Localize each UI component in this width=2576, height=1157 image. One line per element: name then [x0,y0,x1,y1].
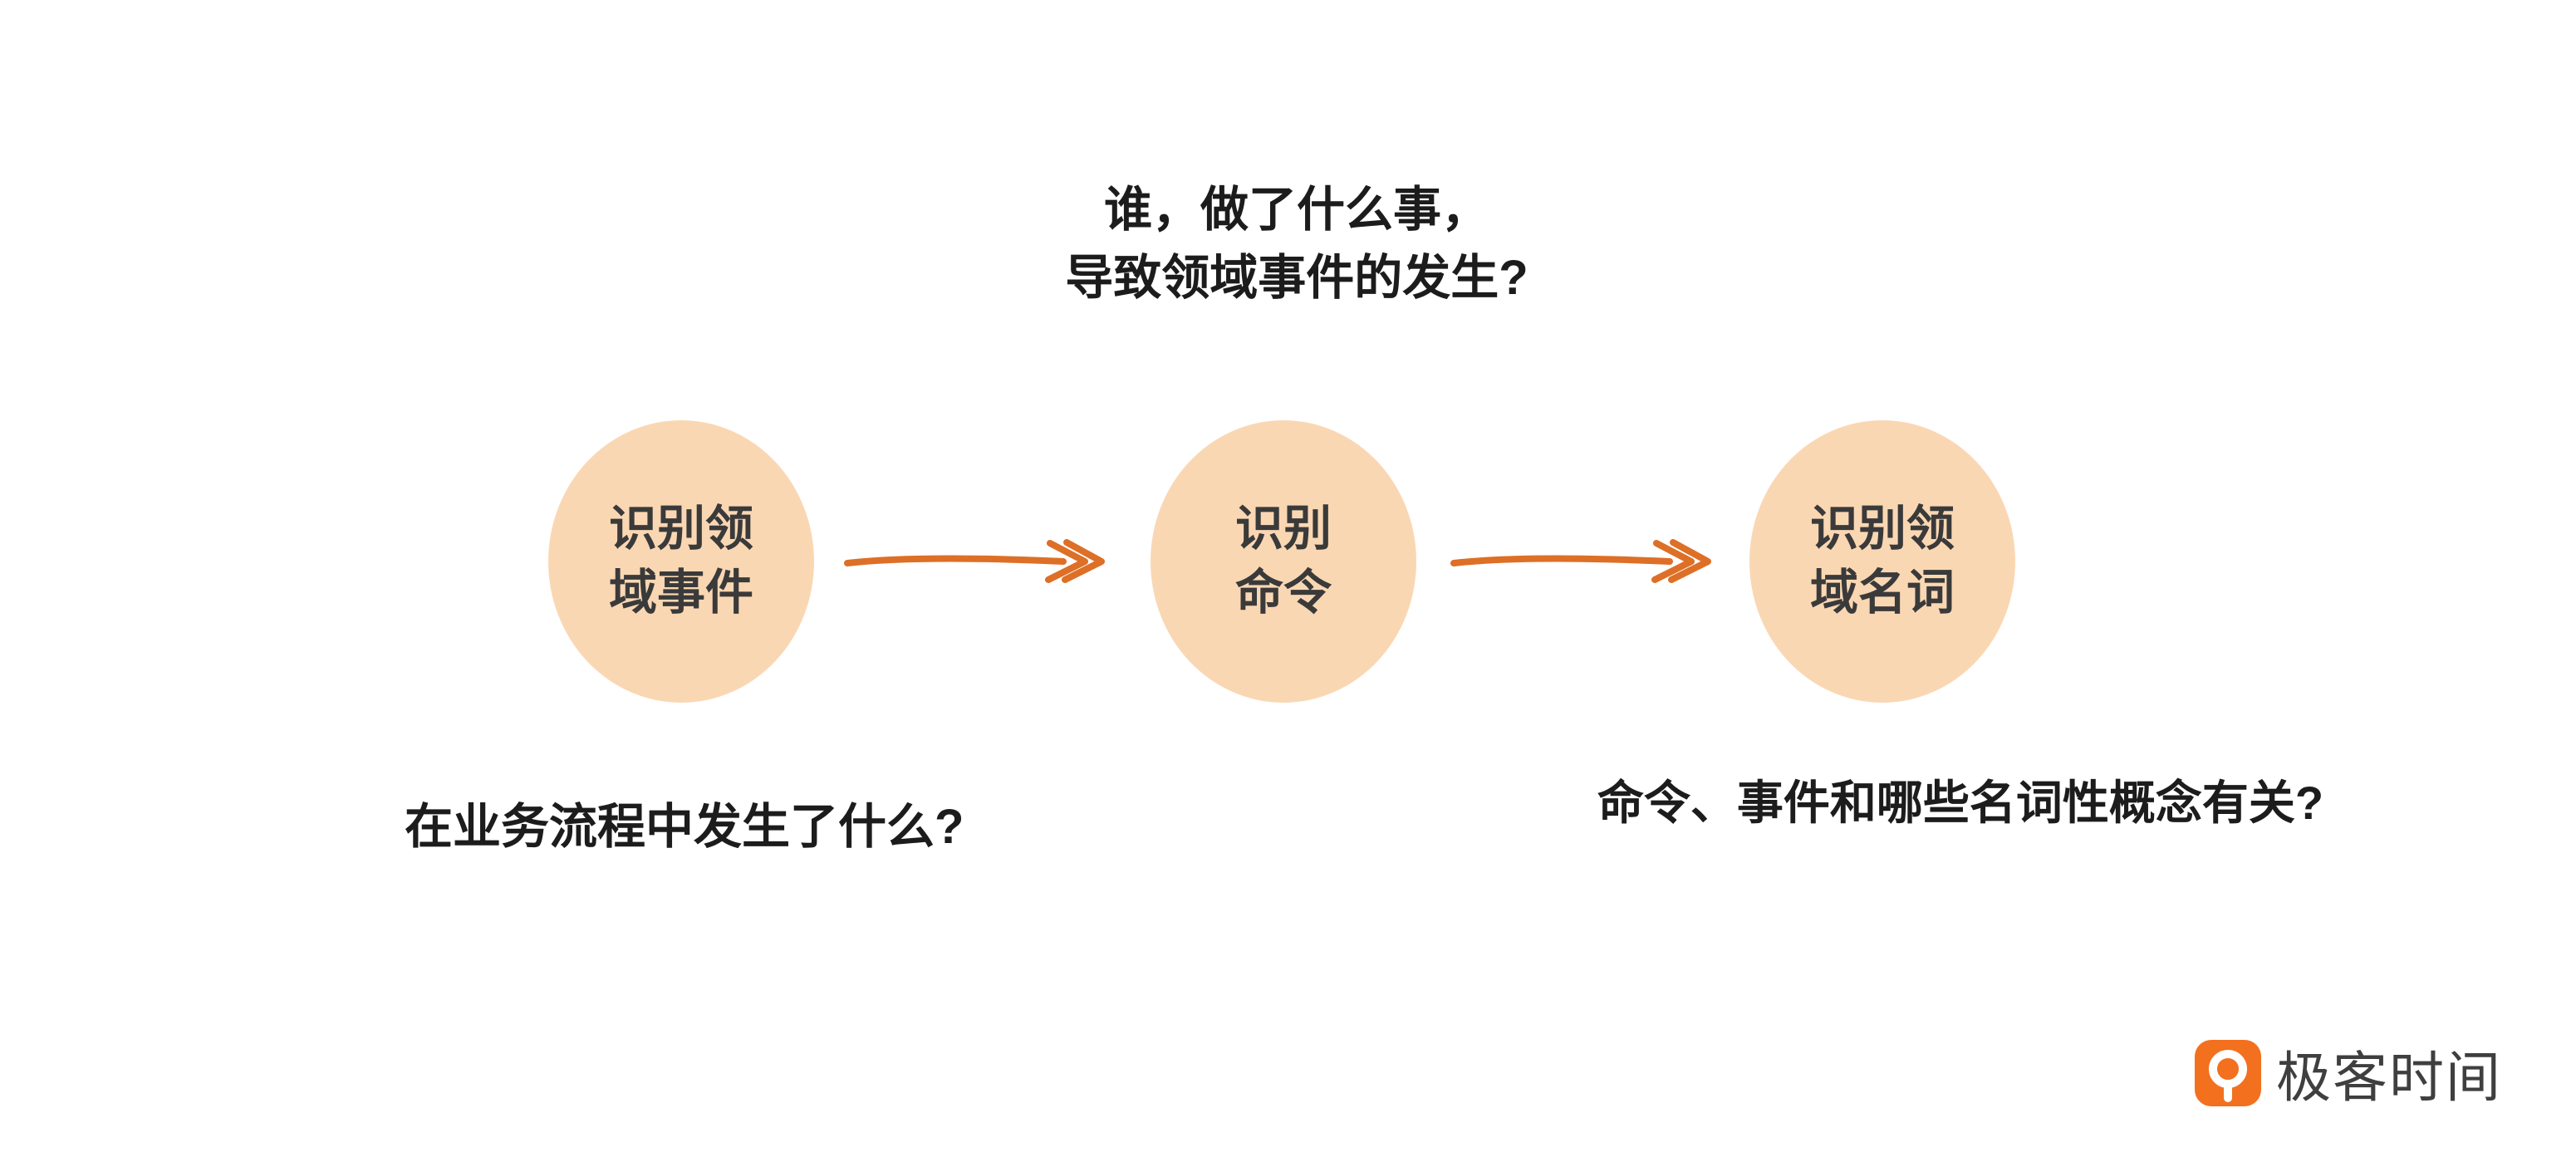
arrow-right-icon [1450,539,1711,583]
node-label-line2: 域名词 [1809,566,1955,620]
node-label-line2: 命令 [1234,566,1332,620]
annotation-top-line2: 导致领域事件的发生? [1065,251,1528,306]
geektime-logo: 极客时间 [2193,1033,2502,1113]
flow-arrow-2 [1447,527,1730,596]
arrow-right-icon [844,539,1105,583]
flow-arrow-1 [841,527,1123,596]
node-identify-domain-nouns: 识别领 域名词 [1749,420,2015,703]
node-label-line2: 域事件 [608,566,753,620]
node-label-line1: 识别 [1234,502,1332,556]
node-label-line1: 识别领 [608,502,753,556]
annotation-top: 谁，做了什么事， 导致领域事件的发生? [923,176,1671,313]
node-identify-domain-events: 识别领 域事件 [548,420,814,703]
annotation-bottom-right: 命令、事件和哪些名词性概念有关? [1597,777,2324,829]
node-label-line1: 识别领 [1809,502,1955,556]
annotation-bottom-left: 在业务流程中发生了什么? [405,800,964,854]
node-identify-commands: 识别 命令 [1151,420,1416,703]
geektime-logo-text: 极客时间 [2276,1047,2502,1108]
annotation-top-line1: 谁，做了什么事， [1103,183,1489,237]
geektime-logo-icon [2195,1040,2261,1106]
